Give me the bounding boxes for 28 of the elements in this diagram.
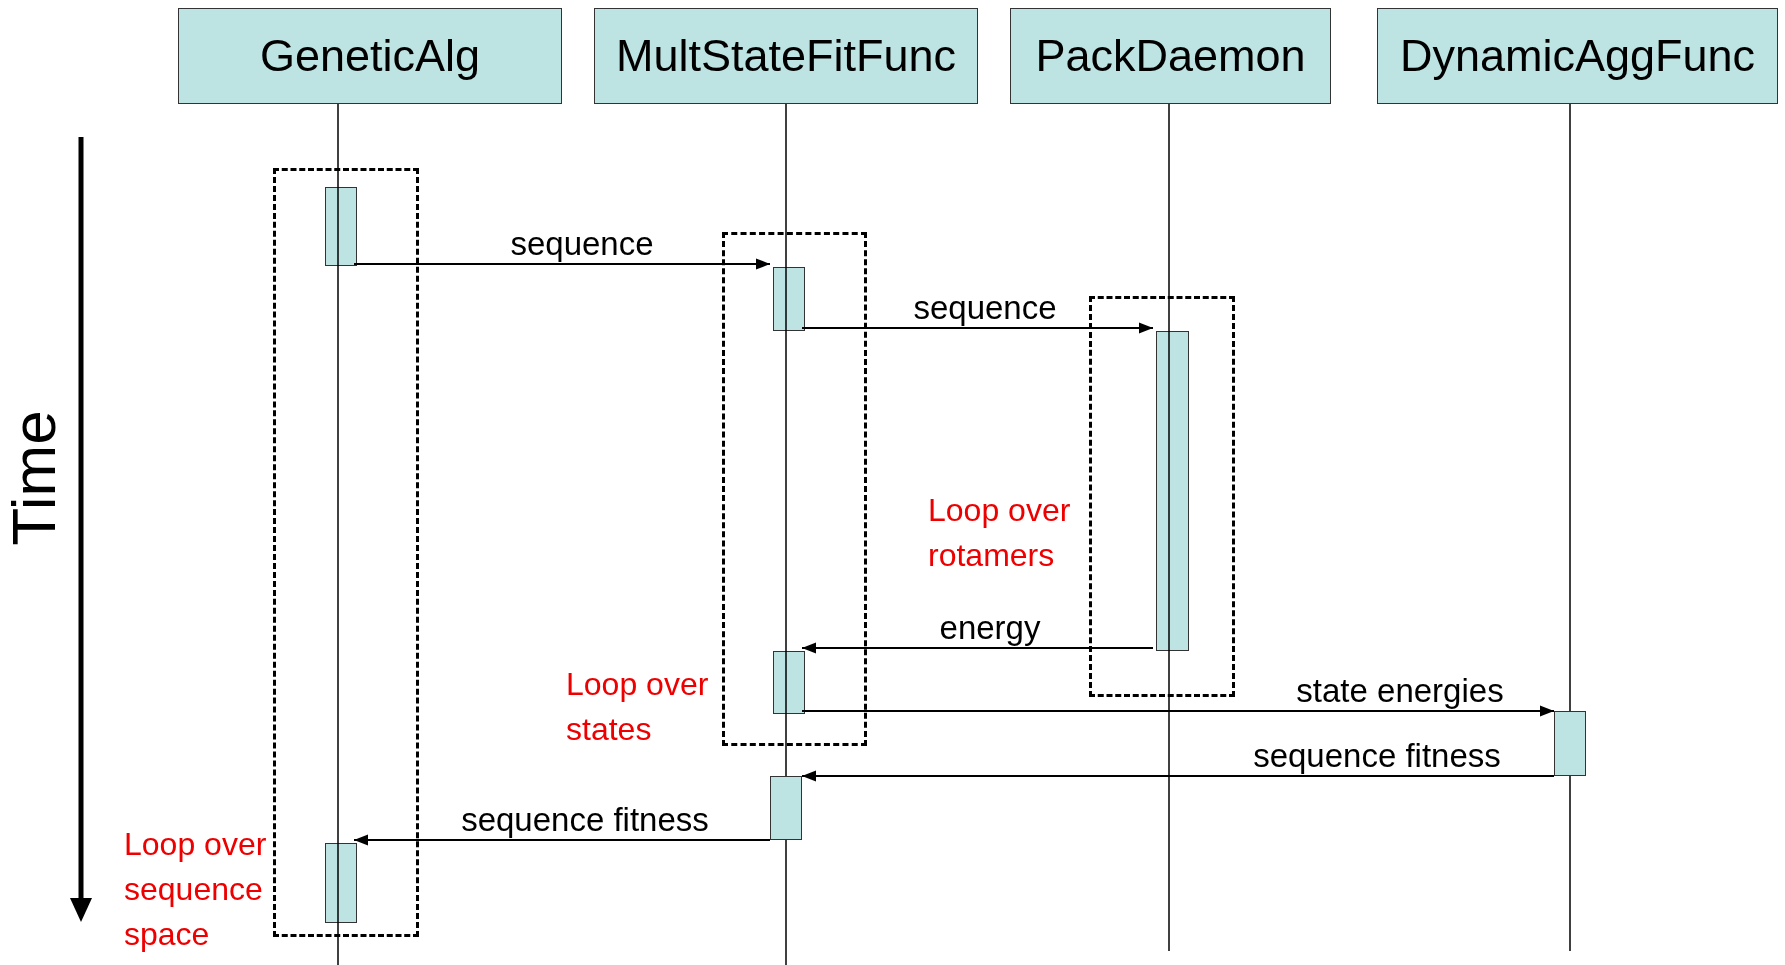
message-arrow <box>801 642 1154 654</box>
activation-bar <box>773 267 805 331</box>
participant-box <box>594 8 978 104</box>
activation-bar <box>325 843 357 923</box>
participant-box <box>178 8 562 104</box>
loop-frame <box>273 168 419 937</box>
participant-box <box>1377 8 1778 104</box>
message-arrow <box>801 705 1555 717</box>
activation-bar <box>773 651 805 714</box>
activation-bar <box>1156 331 1189 651</box>
participant-name: GeneticAlg <box>259 30 481 82</box>
message-arrow <box>353 834 771 846</box>
message-arrow <box>801 322 1154 334</box>
activation-bar <box>325 187 357 266</box>
loop-label: Loop over states <box>566 665 710 749</box>
loop-frame <box>1089 296 1235 697</box>
participant-name: MultStateFitFunc <box>615 30 957 82</box>
message-arrow <box>353 258 771 270</box>
loop-label: Loop over sequence space <box>124 825 267 954</box>
participant-name: PackDaemon <box>1035 30 1306 82</box>
loop-frame <box>722 232 867 746</box>
activation-bar <box>1554 711 1586 776</box>
message-arrow <box>801 770 1555 782</box>
participant-box <box>1010 8 1331 104</box>
axis-label: Time <box>1 410 67 546</box>
participant-name: DynamicAggFunc <box>1399 30 1756 82</box>
activation-bar <box>770 776 802 840</box>
loop-label: Loop over rotamers <box>928 491 1072 575</box>
